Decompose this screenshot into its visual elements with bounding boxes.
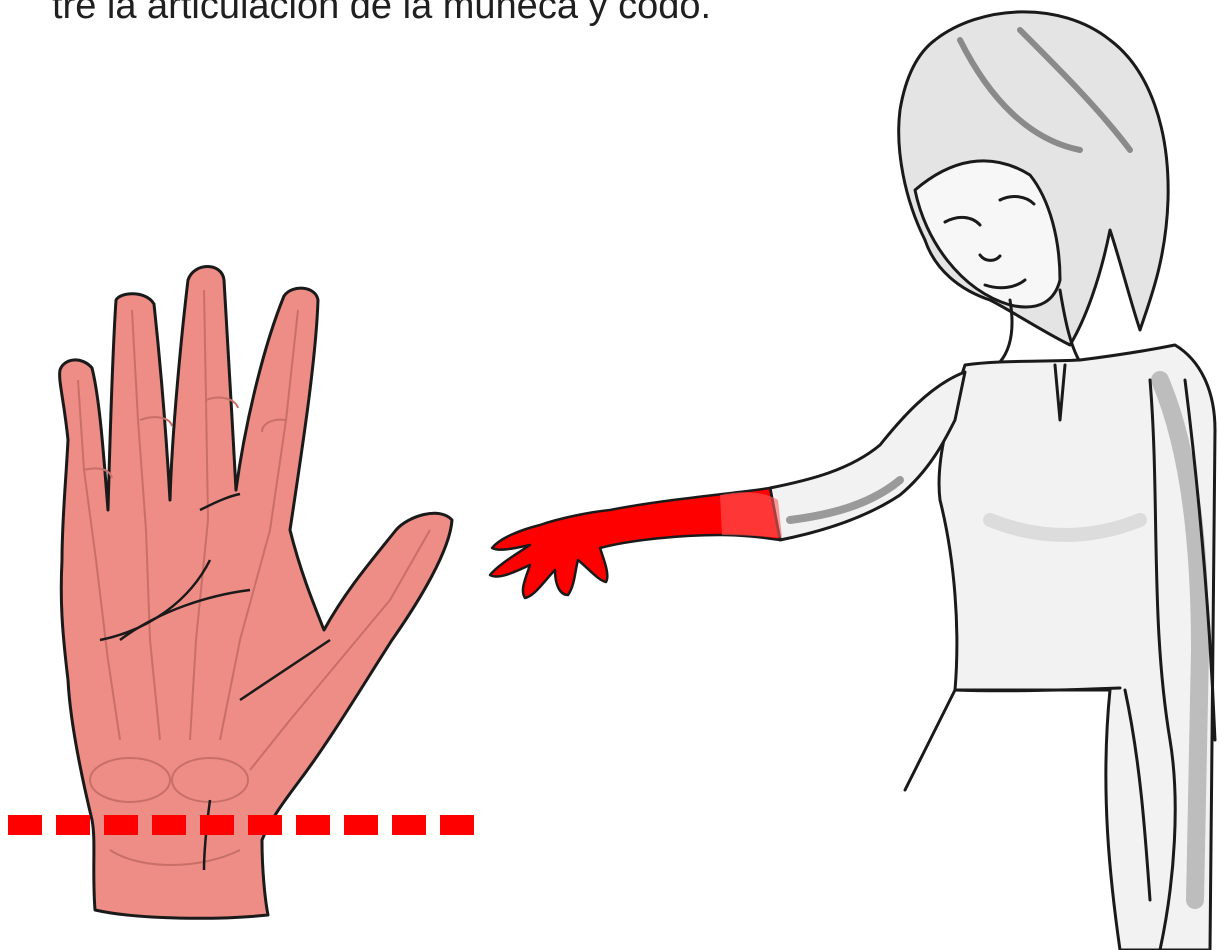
highlighted-forearm — [490, 488, 782, 598]
woman-figure — [770, 12, 1215, 950]
